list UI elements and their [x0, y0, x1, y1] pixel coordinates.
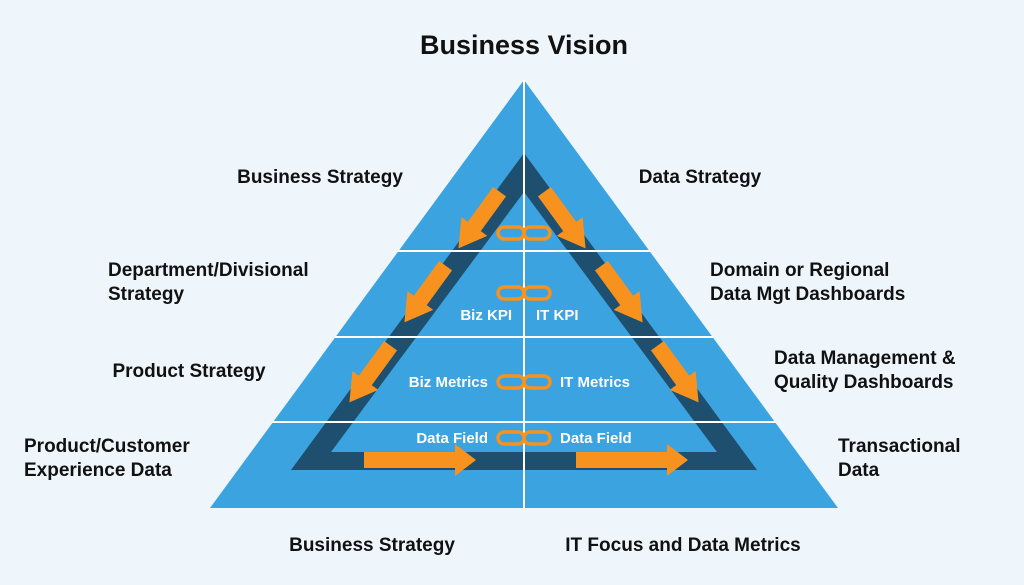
domain-dashboards-label: Domain or Regional Data Mgt Dashboards: [710, 260, 905, 305]
arrow-left-3: [349, 340, 398, 403]
department-strategy-label: Department/Divisional Strategy: [108, 260, 314, 305]
arrow-left-2: [404, 260, 453, 323]
it-metrics-label: IT Metrics: [560, 374, 630, 391]
chain-links: [496, 225, 552, 446]
right-labels: Data Strategy Domain or Regional Data Mg…: [639, 167, 966, 481]
data-strategy-label: Data Strategy: [639, 167, 762, 188]
quality-dashboards-label: Data Management & Quality Dashboards: [774, 348, 961, 393]
it-kpi-label: IT KPI: [536, 307, 579, 324]
label-line: Quality Dashboards: [774, 372, 954, 393]
product-customer-label: Product/Customer Experience Data: [24, 436, 195, 481]
data-field-left-label: Data Field: [416, 430, 488, 447]
label-line: Data Mgt Dashboards: [710, 284, 905, 305]
link-icon: [496, 430, 552, 446]
biz-kpi-label: Biz KPI: [460, 307, 512, 324]
inner-labels: Biz KPI IT KPI Biz Metrics IT Metrics Da…: [409, 307, 632, 447]
transactional-data-label: Transactional Data: [838, 436, 966, 481]
label-line: Data Strategy: [639, 167, 762, 188]
product-strategy-label: Product Strategy: [112, 361, 266, 382]
bottom-business-strategy-label: Business Strategy: [289, 535, 455, 556]
bottom-it-focus-label: IT Focus and Data Metrics: [565, 535, 800, 556]
link-icon: [496, 285, 552, 301]
label-line: Business Strategy: [237, 167, 403, 188]
arrow-bottom-left: [364, 444, 476, 476]
label-line: Data: [838, 460, 880, 481]
left-labels: Business Strategy Department/Divisional …: [24, 167, 403, 481]
label-line: Data Management &: [774, 348, 956, 369]
label-line: Domain or Regional: [710, 260, 889, 281]
diagram-title: Business Vision: [420, 30, 628, 60]
arrow-right-2: [594, 260, 643, 323]
business-strategy-label: Business Strategy: [237, 167, 403, 188]
link-icon: [496, 374, 552, 390]
label-line: Department/Divisional: [108, 260, 309, 281]
label-line: Product/Customer: [24, 436, 190, 457]
label-line: Product Strategy: [112, 361, 266, 382]
link-icon: [496, 225, 552, 241]
data-field-right-label: Data Field: [560, 430, 632, 447]
label-line: Experience Data: [24, 460, 172, 481]
arrow-right-3: [650, 340, 699, 403]
inner-triangle-band: [291, 153, 757, 470]
label-line: Strategy: [108, 284, 184, 305]
inner-triangle: [291, 153, 757, 470]
biz-metrics-label: Biz Metrics: [409, 374, 488, 391]
arrow-right-1: [537, 186, 586, 249]
label-line: Transactional: [838, 436, 961, 457]
flow-arrows: [349, 186, 699, 476]
arrow-left-1: [458, 186, 507, 249]
arrow-bottom-right: [576, 444, 688, 476]
bottom-labels: Business Strategy IT Focus and Data Metr…: [289, 535, 801, 556]
